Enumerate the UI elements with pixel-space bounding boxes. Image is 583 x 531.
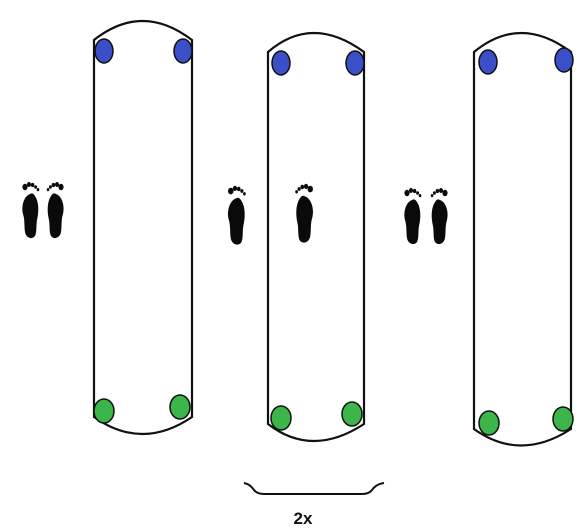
marker-dot-icon bbox=[169, 394, 191, 420]
lane-2-outline bbox=[266, 32, 366, 442]
marker-dot-icon bbox=[271, 50, 291, 76]
marker-dot-icon bbox=[173, 38, 193, 64]
marker-dot-icon bbox=[270, 405, 292, 431]
lane-1 bbox=[22, 20, 194, 435]
marker-dot-icon bbox=[552, 406, 574, 432]
marker-dot-icon bbox=[341, 401, 363, 427]
brace-icon bbox=[243, 482, 385, 495]
marker-dot-icon bbox=[478, 410, 500, 436]
marker-dot-icon bbox=[94, 38, 114, 64]
lane-3-outline bbox=[472, 32, 573, 447]
footprint-icon bbox=[22, 182, 64, 239]
lane-1-outline bbox=[92, 20, 194, 435]
footprint-icon bbox=[404, 188, 448, 245]
brace-label: 2x bbox=[294, 509, 313, 528]
marker-dot-icon bbox=[554, 47, 574, 73]
lane-3 bbox=[404, 32, 574, 447]
lane-2 bbox=[228, 32, 366, 442]
marker-dot-icon bbox=[478, 49, 498, 75]
footprint-icon bbox=[228, 183, 313, 245]
marker-dot-icon bbox=[93, 398, 115, 424]
marker-dot-icon bbox=[345, 50, 365, 76]
